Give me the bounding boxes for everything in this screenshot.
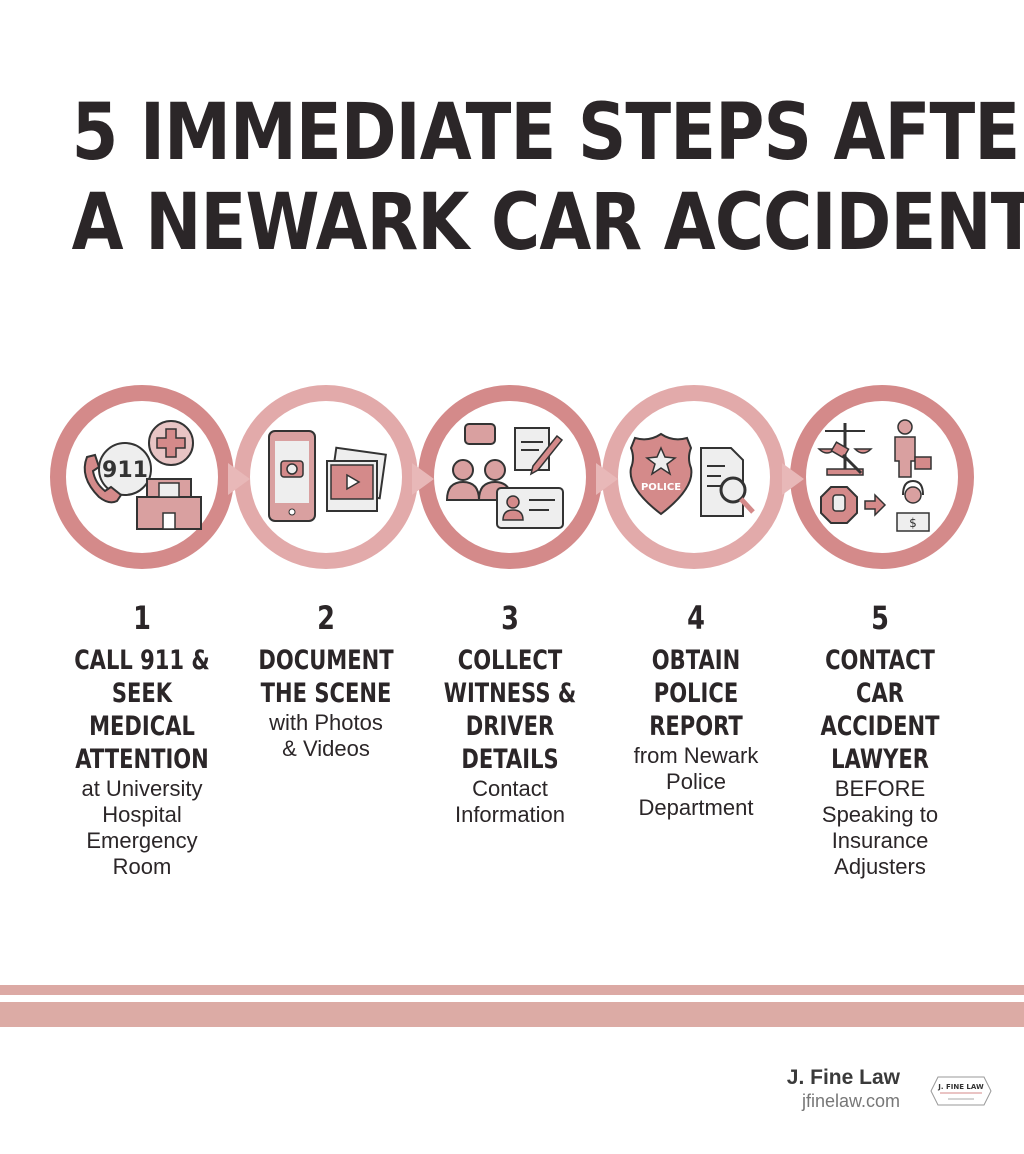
document-search-icon <box>700 447 755 517</box>
lawyer-icon <box>894 419 932 478</box>
step-detail: with Photos & Videos <box>269 710 383 761</box>
step-5-icons: $ <box>790 385 974 569</box>
medical-cross-icon <box>148 420 194 466</box>
step-detail: BEFORE Speaking to Insurance Adjusters <box>821 776 939 879</box>
steps-chain: 911 <box>0 385 1024 585</box>
arrow-icon <box>412 463 434 495</box>
step-number: 1 <box>133 599 151 637</box>
step-3-icons <box>418 385 602 569</box>
id-card-icon <box>496 487 564 529</box>
step-heading: DOCUMENT THE SCENE <box>258 645 394 709</box>
notepad-pen-icon <box>514 427 564 476</box>
stop-hand-icon <box>820 486 858 524</box>
step-heading: CONTACT CAR ACCIDENT LAWYER <box>820 645 940 775</box>
step-number: 3 <box>501 599 519 637</box>
title-line-2: A NEWARK CAR ACCIDENT <box>71 178 1024 268</box>
step-2: 2 DOCUMENT THE SCENE with Photos & Video… <box>226 598 426 762</box>
page-title: 5 IMMEDIATE STEPS AFTER A NEWARK CAR ACC… <box>71 88 1024 268</box>
step-number: 5 <box>871 599 889 637</box>
step-heading: CALL 911 & SEEK MEDICAL ATTENTION <box>74 645 210 775</box>
arrow-icon <box>782 463 804 495</box>
witnesses-chat-icon <box>445 423 513 501</box>
police-badge-icon: POLICE <box>629 432 693 516</box>
divider-band-thin <box>0 985 1024 995</box>
svg-text:911: 911 <box>102 458 148 483</box>
step-3: 3 COLLECT WITNESS & DRIVER DETAILS Conta… <box>410 598 610 828</box>
step-number: 4 <box>687 599 705 637</box>
arrow-right-icon <box>864 493 887 517</box>
step-4: 4 OBTAIN POLICE REPORT from Newark Polic… <box>596 598 796 821</box>
scales-gavel-icon <box>817 423 873 476</box>
brand-name: J. Fine Law <box>786 1066 900 1089</box>
step-detail: from Newark Police Department <box>633 743 759 820</box>
svg-text:J. FINE LAW: J. FINE LAW <box>937 1083 984 1091</box>
step-heading: OBTAIN POLICE REPORT <box>649 645 743 742</box>
svg-text:POLICE: POLICE <box>641 482 681 493</box>
title-line-1: 5 IMMEDIATE STEPS AFTER <box>71 88 1024 178</box>
step-1-icons: 911 <box>50 385 234 569</box>
arrow-icon <box>228 463 250 495</box>
divider-band-thick <box>0 1002 1024 1027</box>
phone-911-icon: 911 <box>83 442 152 504</box>
arrow-icon <box>596 463 618 495</box>
smartphone-camera-icon <box>268 430 316 522</box>
step-detail: at University Hospital Emergency Room <box>81 776 203 879</box>
brand-url[interactable]: jfinelaw.com <box>801 1091 900 1111</box>
insurance-agent-icon: $ <box>896 479 930 532</box>
step-detail: Contact Information <box>454 776 566 827</box>
footer-brand: J. Fine Law jfinelaw.com <box>760 1066 900 1112</box>
hospital-icon <box>136 478 202 530</box>
step-5: 5 CONTACT CAR ACCIDENT LAWYER BEFORE Spe… <box>780 598 980 880</box>
photo-video-icon <box>326 446 387 512</box>
step-1: 1 CALL 911 & SEEK MEDICAL ATTENTION at U… <box>42 598 242 880</box>
step-4-icons: POLICE <box>602 385 786 569</box>
svg-text:$: $ <box>909 516 917 530</box>
step-number: 2 <box>317 599 335 637</box>
step-2-icons <box>234 385 418 569</box>
step-heading: COLLECT WITNESS & DRIVER DETAILS <box>443 645 577 775</box>
logo-badge-icon: J. FINE LAW <box>930 1076 992 1106</box>
